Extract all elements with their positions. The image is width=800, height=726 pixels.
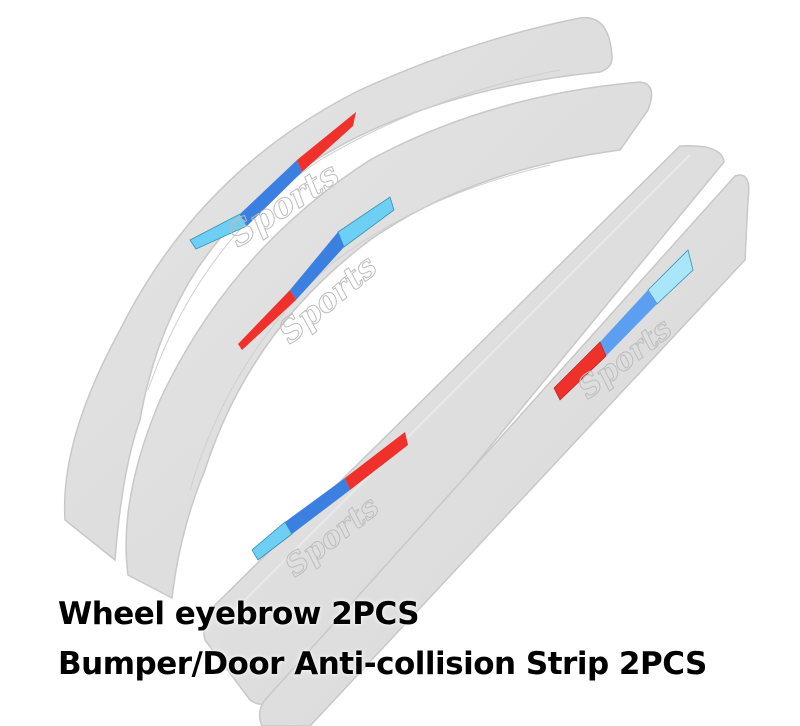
caption-wheel-eyebrow: Wheel eyebrow 2PCS bbox=[58, 596, 420, 632]
anti-collision-strip-1: Sports bbox=[203, 145, 725, 705]
caption-anti-collision-strip: Bumper/Door Anti-collision Strip 2PCS bbox=[58, 646, 707, 682]
